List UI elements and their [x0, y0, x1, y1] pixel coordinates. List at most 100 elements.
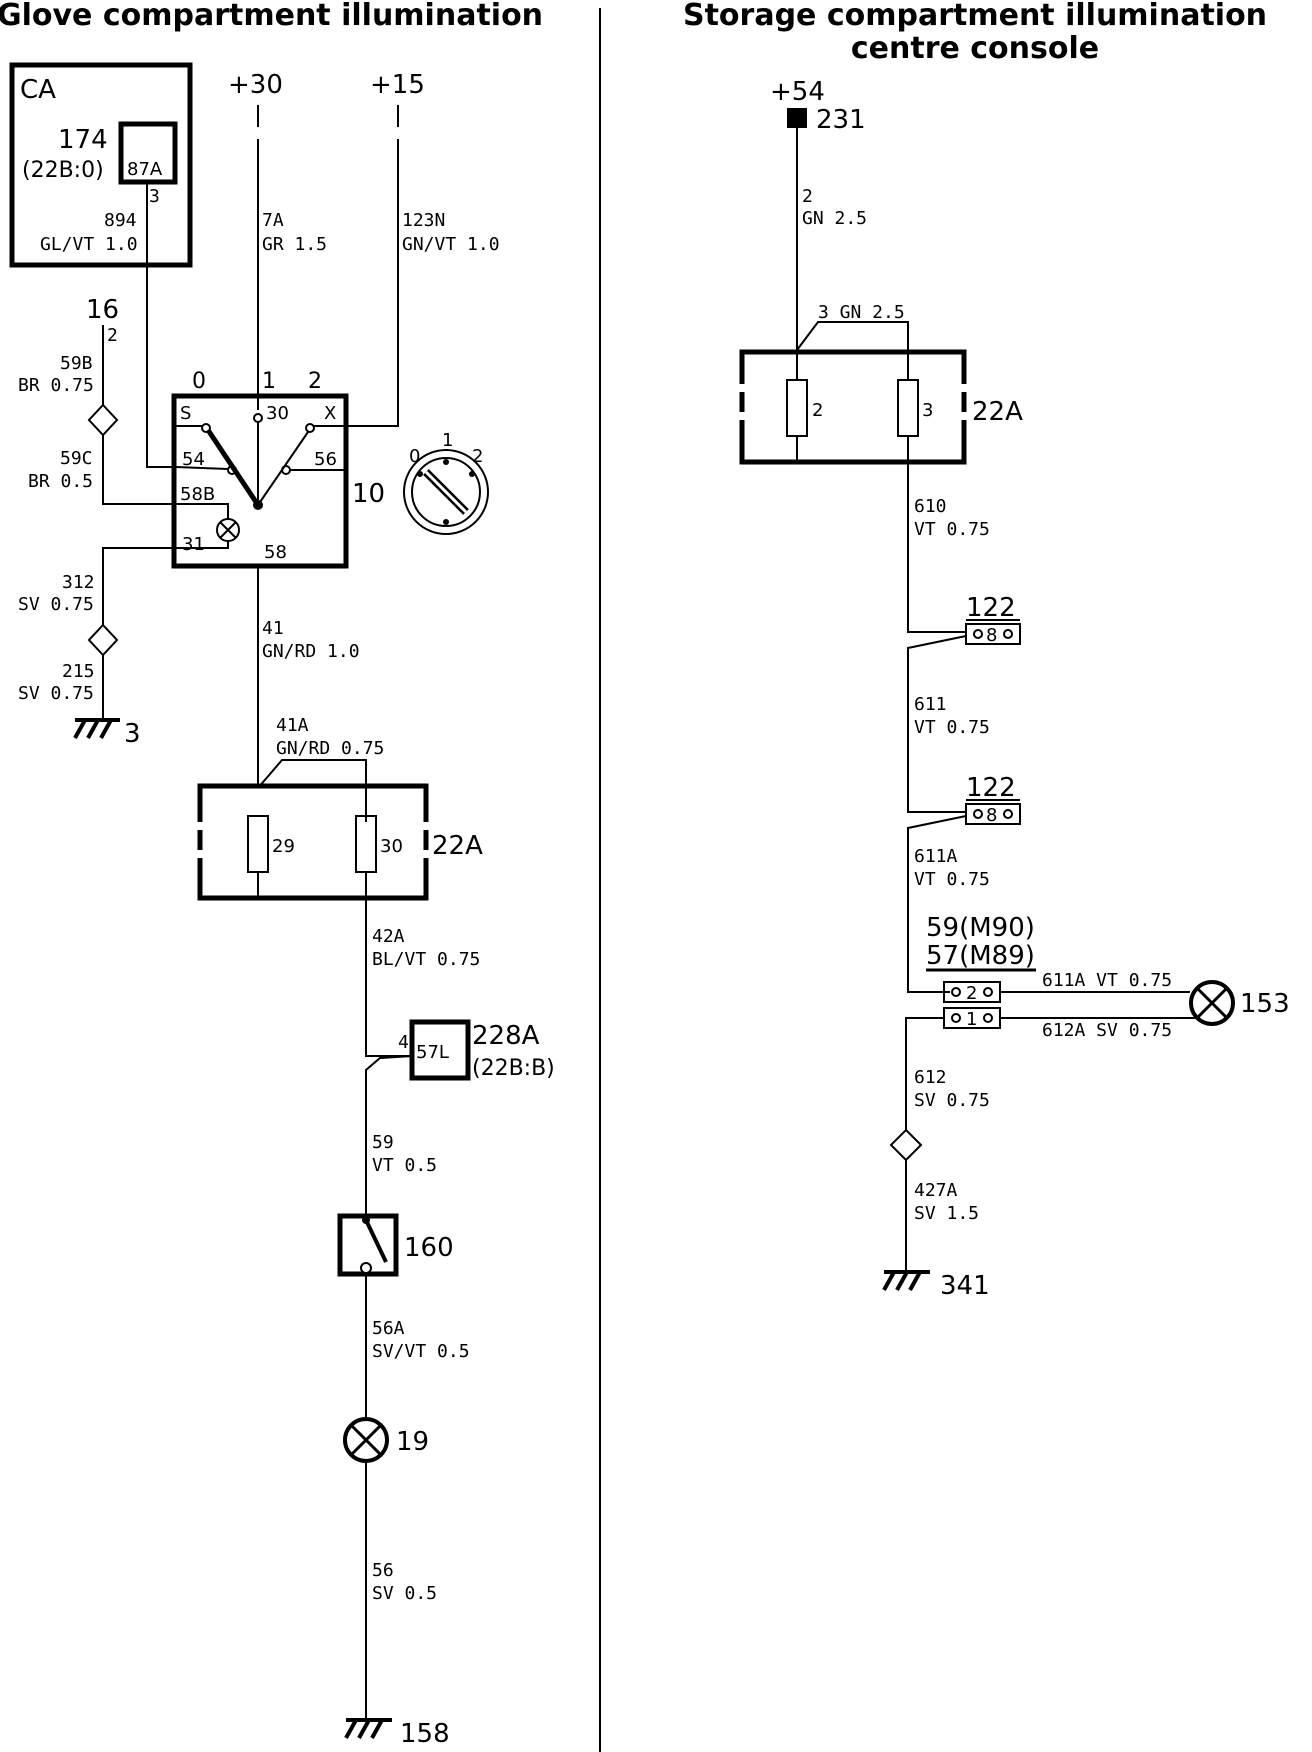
switch-160-contact [360, 1262, 372, 1274]
title-glove-compartment: Glove compartment illumination [0, 0, 543, 33]
switch-term-54: 54 [182, 449, 205, 470]
node-16-pin: 2 [107, 325, 118, 346]
conn-122a-label: 122 [966, 593, 1016, 623]
right-diagram: +54 231 2 GN 2.5 3 GN 2.5 2 3 22A 610 VT… [739, 77, 1290, 1301]
switch-pivot [253, 500, 263, 510]
conn-122a-pin-left [973, 629, 983, 639]
conn-122b-label: 122 [966, 773, 1016, 803]
switch-10-box [171, 393, 349, 569]
fuse-3 [897, 379, 919, 437]
conn-59-label: 59(M90) [926, 913, 1035, 943]
fusebox-22a-right [739, 349, 967, 465]
title-storage-compartment: Storage compartment illumination [683, 0, 1267, 33]
wire-56-label: 56 [372, 1560, 394, 1581]
switch-contact-x [305, 423, 315, 433]
node-16-label: 16 [86, 295, 119, 325]
node-231-label: 231 [816, 105, 866, 135]
conn-pin2-right [983, 987, 993, 997]
conn-57-label: 57(M89) [926, 941, 1035, 971]
wire-612-spec: SV 0.75 [914, 1090, 990, 1111]
supply-15-label: +15 [370, 70, 425, 100]
knob-pos-0: 0 [409, 446, 420, 467]
switch-10-label: 10 [352, 479, 385, 509]
wire-612a-h-label: 612A SV 0.75 [1042, 1020, 1172, 1041]
switch-160-box [337, 1213, 399, 1277]
knob-pos-1: 1 [442, 430, 453, 451]
wire-612 [905, 1017, 944, 1130]
wire-59b-label: 59B [60, 353, 93, 374]
splice-diamond-612 [889, 1128, 923, 1162]
ca-box [9, 62, 193, 268]
wire-427a-label: 427A [914, 1180, 958, 1201]
wire-59-label: 59 [372, 1132, 394, 1153]
switch-pos-1: 1 [262, 369, 276, 394]
wire-611 [907, 635, 967, 813]
node-231-square [787, 108, 807, 128]
wire-612-label: 612 [914, 1067, 947, 1088]
switch-31-line [176, 541, 229, 549]
switch-term-56: 56 [314, 449, 337, 470]
wire-611-spec: VT 0.75 [914, 717, 990, 738]
fuse-29-label: 29 [272, 836, 295, 857]
conn-122a-pin-right [1003, 629, 1013, 639]
wire-59c-spec: BR 0.5 [28, 471, 93, 492]
wire-41-spec: GN/RD 1.0 [262, 641, 360, 662]
supply-54-label: +54 [770, 77, 825, 107]
switch-160-pivot [362, 1216, 370, 1224]
switch-contact-s [201, 423, 211, 433]
switch-blade [205, 428, 261, 507]
conn-pin1-label: 1 [966, 1009, 977, 1030]
ground-3-label: 3 [124, 719, 141, 749]
wire-894 [146, 182, 176, 468]
wire-312 [102, 547, 176, 625]
conn-57l-label: 57L [416, 1042, 449, 1063]
lamp-153-label: 153 [1240, 989, 1290, 1019]
wire-59c-label: 59C [60, 448, 93, 469]
wire-59c [102, 435, 176, 505]
ground-3-icon [73, 718, 120, 739]
switch-lamp-x2 [219, 521, 237, 539]
ground-341-label: 341 [940, 1271, 990, 1301]
fuse-30 [355, 815, 377, 873]
wire-42a-label: 42A [372, 926, 405, 947]
wire-611a [907, 815, 967, 993]
wire-312-spec: SV 0.75 [18, 594, 94, 615]
fuse-3-label: 3 [922, 400, 933, 421]
pin-3-label: 3 [149, 186, 160, 207]
switch-term-s: S [180, 403, 191, 424]
wire-3-label: 3 GN 2.5 [818, 302, 905, 323]
fuse-29 [247, 815, 269, 873]
supply-30-label: +30 [228, 70, 283, 100]
wire-7a-label: 7A [262, 210, 284, 231]
wire-123n-label: 123N [402, 210, 445, 231]
conn-pin2-label: 2 [966, 983, 977, 1004]
wire-427a-spec: SV 1.5 [914, 1203, 979, 1224]
conn-pin2-left [951, 987, 961, 997]
wire-312-label: 312 [62, 572, 95, 593]
left-diagram: CA 174 (22B:0) 87A 3 894 GL/VT 1.0 +30 7… [9, 62, 555, 1749]
pin-4-label: 4 [398, 1032, 409, 1053]
switch-term-30: 30 [266, 403, 289, 424]
fuse-30-label: 30 [380, 836, 403, 857]
wire-42a-spec: BL/VT 0.75 [372, 949, 480, 970]
conn-228a-box [409, 1019, 471, 1081]
title-centre-console: centre console [851, 31, 1099, 66]
wire-611a-h-label: 611A VT 0.75 [1042, 970, 1172, 991]
wire-56a-label: 56A [372, 1318, 405, 1339]
switch-blade-2 [257, 431, 309, 506]
switch-54-line [175, 466, 229, 470]
wire-7a-spec: GR 1.5 [262, 234, 327, 255]
switch-pos-2: 2 [308, 369, 322, 394]
conn-122a-box [965, 623, 1021, 645]
wire-610-label: 610 [914, 496, 947, 517]
wire-2-spec: GN 2.5 [802, 208, 867, 229]
ground-158-icon [344, 1718, 392, 1739]
conn-122a-pin: 8 [986, 625, 997, 646]
splice-diamond-312 [87, 623, 119, 657]
conn-pin1-right [983, 1013, 993, 1023]
splice-diamond-59 [87, 403, 119, 437]
wire-56a-spec: SV/VT 0.5 [372, 1341, 470, 1362]
comp-228a-label: 228A [472, 1021, 540, 1051]
wire-611-label: 611 [914, 694, 947, 715]
